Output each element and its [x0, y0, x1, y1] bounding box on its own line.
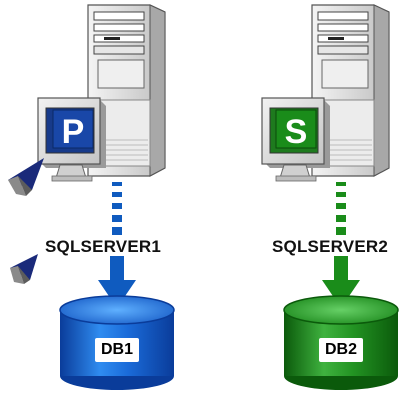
server-2-down-arrow-icon — [322, 256, 360, 308]
server-1-badge-bg — [52, 109, 94, 149]
pointer-cursor-icon — [10, 254, 38, 284]
server-2-badge-letter: S — [285, 113, 308, 151]
server-1-connector — [112, 182, 122, 235]
db1-label: DB1 — [95, 338, 139, 362]
server-1-monitor-icon: P — [37, 97, 106, 182]
server-1-name: SQLSERVER1 — [45, 237, 162, 256]
server-1-down-arrow-icon — [98, 256, 136, 308]
server-2-connector — [336, 182, 346, 235]
pointer-cursor-icon — [8, 158, 44, 196]
server-2-group: S — [261, 4, 399, 390]
server-1-badge-letter: P — [62, 113, 85, 151]
server-2-monitor-icon: S — [261, 97, 330, 182]
db2-label: DB2 — [319, 338, 363, 362]
server-2-badge-bg — [275, 109, 317, 149]
server-2-name: SQLSERVER2 — [272, 237, 389, 256]
server-1-group: P — [8, 4, 175, 390]
